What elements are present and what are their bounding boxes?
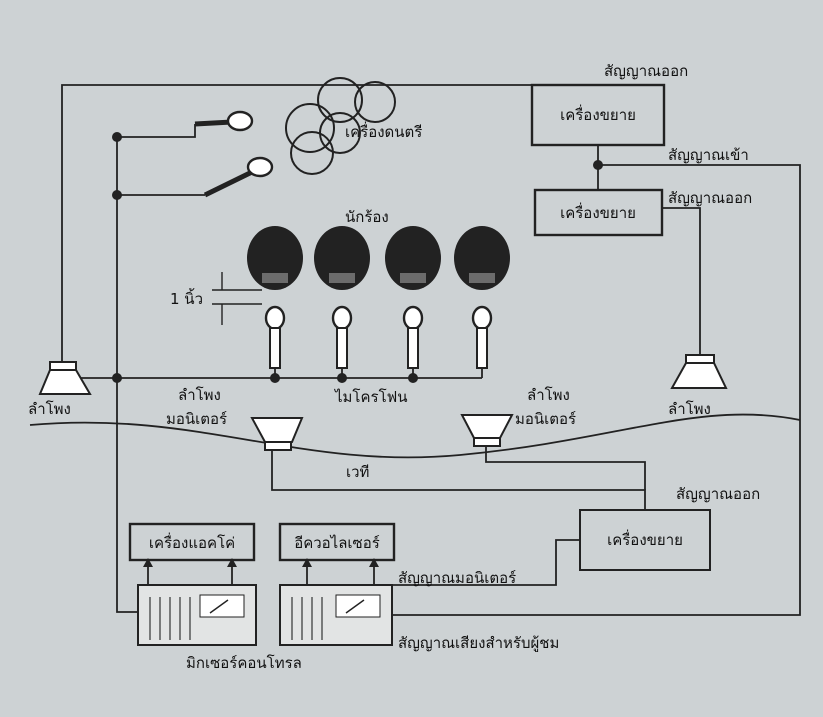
instruments-label: เครื่องดนตรี xyxy=(345,121,422,141)
echo-label: เครื่องแอคโค่ xyxy=(149,532,235,552)
stage-floor xyxy=(29,413,801,459)
monitor-right-label-2: มอนิเตอร์ xyxy=(515,410,576,428)
amp-top-label: เครื่องขยาย xyxy=(560,104,636,124)
monitor-left-label-1: ลำโพง xyxy=(178,386,221,404)
amp-bottom: เครื่องขยาย xyxy=(579,509,711,571)
amp-mid: เครื่องขยาย xyxy=(533,188,664,237)
amp-bottom-label: เครื่องขยาย xyxy=(607,529,683,549)
mixer-left xyxy=(137,584,257,646)
monitor-signal-label: สัญญาณมอนิเตอร์ xyxy=(398,569,516,587)
inch-dimension xyxy=(212,272,262,325)
singer-1-icon xyxy=(247,226,303,369)
audience-signal-label: สัญญาณเสียงสำหรับผู้ชม xyxy=(398,634,559,652)
speaker-right-icon xyxy=(670,354,728,389)
signal-out-top-label: สัญญาณออก xyxy=(604,62,688,80)
stage-label: เวที xyxy=(346,463,369,481)
monitor-right-icon xyxy=(460,414,514,447)
speaker-left-icon xyxy=(38,361,92,395)
signal-out-mid-label: สัญญาณออก xyxy=(668,189,752,207)
singer-4-icon xyxy=(454,226,510,369)
instrument-mic-upper-icon xyxy=(194,110,254,132)
microphones-label: ไมโครโฟน xyxy=(334,388,408,406)
monitor-left-icon xyxy=(250,417,304,451)
speaker-left-label: ลำโพง xyxy=(28,400,71,418)
equalizer-label: อีควอไลเซอร์ xyxy=(294,534,380,552)
mixer-label: มิกเซอร์คอนโทรล xyxy=(186,654,302,672)
instrument-mic-lower-icon xyxy=(203,156,274,198)
echo-unit: เครื่องแอคโค่ xyxy=(128,522,256,562)
signal-arrows xyxy=(143,558,379,567)
monitor-left-label-2: มอนิเตอร์ xyxy=(166,410,227,428)
junction-dots xyxy=(112,132,603,383)
singer-3-icon xyxy=(385,226,441,369)
signal-in-label: สัญญาณเข้า xyxy=(668,146,749,164)
equalizer-unit: อีควอไลเซอร์ xyxy=(278,522,396,562)
signal-out-bottom-label: สัญญาณออก xyxy=(676,485,760,503)
singer-2-icon xyxy=(314,226,370,369)
inch-label: 1 นิ้ว xyxy=(170,288,203,308)
monitor-right-label-1: ลำโพง xyxy=(527,386,570,404)
mixer-right xyxy=(279,584,393,646)
instrument-rings-icon xyxy=(285,77,396,175)
singers-label: นักร้อง xyxy=(345,208,389,226)
amp-top: เครื่องขยาย xyxy=(530,83,666,147)
amp-mid-label: เครื่องขยาย xyxy=(560,202,636,222)
speaker-right-label: ลำโพง xyxy=(668,400,711,418)
